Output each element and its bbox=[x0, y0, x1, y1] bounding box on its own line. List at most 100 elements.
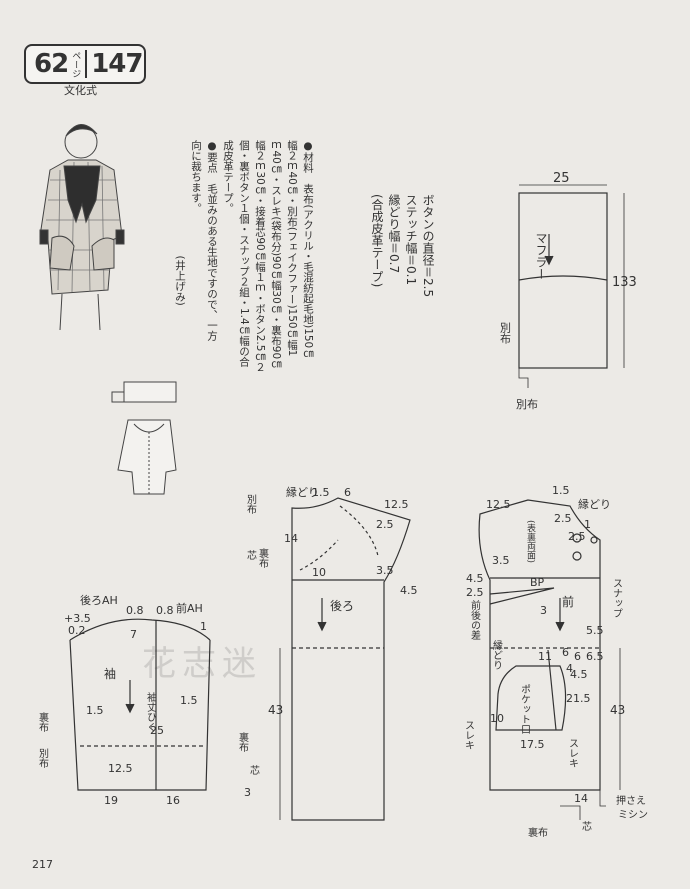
sleeve-sep-fabric-label: 別布 bbox=[37, 748, 49, 769]
page-reference: 62 bbox=[34, 49, 69, 79]
front-dim-55: 5.5 bbox=[586, 624, 604, 637]
front-press-label: 押さえ bbox=[616, 794, 646, 807]
front-snap-label: スナップ bbox=[611, 578, 622, 618]
drafting-style: 文化式 bbox=[64, 84, 97, 97]
sleeve-pattern bbox=[69, 618, 211, 791]
back-dim-43: 43 bbox=[268, 703, 283, 717]
front-dim-45b: 4.5 bbox=[570, 668, 588, 681]
muffler-fabric-top: 別布 bbox=[499, 322, 512, 345]
front-edging-label: 縁どり bbox=[578, 497, 611, 511]
sleeve-dim-7: 7 bbox=[130, 628, 137, 641]
front-outline bbox=[478, 499, 601, 791]
front-machine-label: ミシン bbox=[618, 810, 648, 821]
flat-muffler bbox=[123, 381, 177, 403]
sleeve-dim-35: +3.5 bbox=[64, 612, 91, 625]
muffler-width: 25 bbox=[553, 171, 570, 186]
sleeve-front-ah: 前AH bbox=[176, 601, 203, 615]
front-interfacing-label: 芯 bbox=[582, 820, 592, 833]
sleeve-elbow-label: 袖丈ひく bbox=[145, 691, 157, 732]
front-dim-65: 6.5 bbox=[586, 650, 604, 663]
back-dim-25: 2.5 bbox=[376, 518, 394, 531]
back-dim-6: 6 bbox=[344, 486, 351, 499]
muffler-label: マフラー bbox=[534, 232, 548, 280]
sleeve-dim-15b: 1.5 bbox=[180, 694, 198, 707]
front-button-2 bbox=[572, 551, 582, 561]
front-dim-25a: 2.5 bbox=[554, 512, 572, 525]
badge-divider bbox=[85, 50, 88, 78]
pocket-opening-line bbox=[547, 649, 557, 731]
flat-sketch bbox=[111, 381, 177, 495]
front-dim-4: 4 bbox=[566, 662, 573, 675]
front-dim-6: 6 bbox=[562, 646, 569, 659]
back-edging-label: 縁どり bbox=[286, 485, 319, 499]
front-dim-10: 10 bbox=[490, 712, 504, 725]
front-dim-25c: 2.5 bbox=[466, 586, 484, 599]
back-dim-125: 12.5 bbox=[384, 498, 409, 511]
back-interfacing-label: 芯 bbox=[245, 549, 257, 560]
figure-legs bbox=[59, 293, 101, 331]
front-dim-11: 11 bbox=[538, 650, 552, 663]
back-label: 後ろ bbox=[330, 599, 354, 613]
muffler-pattern bbox=[518, 184, 625, 388]
page-number: 217 bbox=[32, 858, 53, 871]
materials-text: ●材料 表布(アクリル・毛混紡起毛地)150㎝ 幅２ｍ40㎝・別布(フェイクファ… bbox=[174, 140, 314, 373]
sleeve-dim-1: 1 bbox=[200, 620, 207, 633]
back-dim-14: 14 bbox=[284, 532, 298, 545]
front-dim-1: 1 bbox=[584, 518, 591, 531]
flat-coat bbox=[117, 419, 177, 495]
pattern-number-badge: 62 ページ 147 bbox=[24, 44, 146, 84]
coat-illustration bbox=[39, 124, 125, 331]
muffler-outline bbox=[518, 192, 608, 369]
sleeve-label: 袖 bbox=[104, 666, 116, 681]
back-facing-line bbox=[299, 505, 379, 571]
figure-hair bbox=[65, 124, 98, 137]
front-sleki-a: スレキ bbox=[463, 720, 474, 750]
sleeve-dim-02: 0.2 bbox=[68, 624, 86, 637]
back-hem-interfacing-label: 芯 bbox=[250, 764, 260, 777]
front-dim-25b: 2.5 bbox=[568, 530, 586, 543]
back-pattern bbox=[279, 497, 411, 821]
front-pocket-edging: 縁どり bbox=[491, 639, 503, 670]
back-dim-45: 4.5 bbox=[400, 584, 418, 597]
pattern-number: 147 bbox=[91, 49, 143, 79]
back-hem-lining-label: 裏布 bbox=[237, 731, 249, 753]
front-button-1 bbox=[572, 533, 582, 543]
pocket-label: ポケット口 bbox=[519, 684, 531, 734]
sleeve-dim-19: 19 bbox=[104, 794, 118, 807]
muffler-fabric-bottom: 別布 bbox=[516, 398, 538, 411]
back-lining-label: 裏布 bbox=[257, 547, 269, 569]
front-dim-3: 3 bbox=[540, 604, 547, 617]
sleeve-cap bbox=[69, 618, 211, 641]
front-lining-label: 裏布 bbox=[528, 826, 548, 839]
sleeve-dim-08a: 0.8 bbox=[126, 604, 144, 617]
front-snap bbox=[590, 536, 598, 544]
sleeve-dim-125: 12.5 bbox=[108, 762, 133, 775]
sleeve-front-underarm bbox=[156, 639, 211, 791]
front-dim-175: 17.5 bbox=[520, 738, 545, 751]
front-dim-6b: 6 bbox=[574, 650, 581, 663]
right-pocket bbox=[91, 237, 115, 271]
front-pattern bbox=[478, 499, 621, 820]
front-dim-45: 4.5 bbox=[466, 572, 484, 585]
right-cuff bbox=[115, 229, 125, 245]
front-diff-label: 前後の差 bbox=[469, 599, 481, 640]
back-dim-10: 10 bbox=[312, 566, 326, 579]
muffler-illustration bbox=[63, 165, 101, 224]
front-label: 前 bbox=[562, 594, 574, 609]
front-dim-43: 43 bbox=[610, 703, 625, 717]
front-bp: BP bbox=[530, 576, 545, 589]
page-unit: ページ bbox=[70, 50, 81, 78]
left-cuff bbox=[39, 229, 49, 245]
sleeve-dim-16: 16 bbox=[166, 794, 180, 807]
pocket-bag bbox=[495, 665, 567, 731]
front-dim-35: 3.5 bbox=[492, 554, 510, 567]
front-sleki-b: スレキ bbox=[567, 738, 578, 768]
sleeve-lining-label: 裏布 bbox=[37, 711, 49, 733]
sleeve-dim-08b: 0.8 bbox=[156, 604, 174, 617]
front-dart bbox=[489, 587, 555, 605]
back-dim-15: 1.5 bbox=[312, 486, 330, 499]
sleeve-back-underarm bbox=[69, 639, 156, 791]
sleeve-back-ah: 後ろAH bbox=[80, 593, 118, 607]
back-sep-fabric-label: 別布 bbox=[245, 494, 257, 515]
